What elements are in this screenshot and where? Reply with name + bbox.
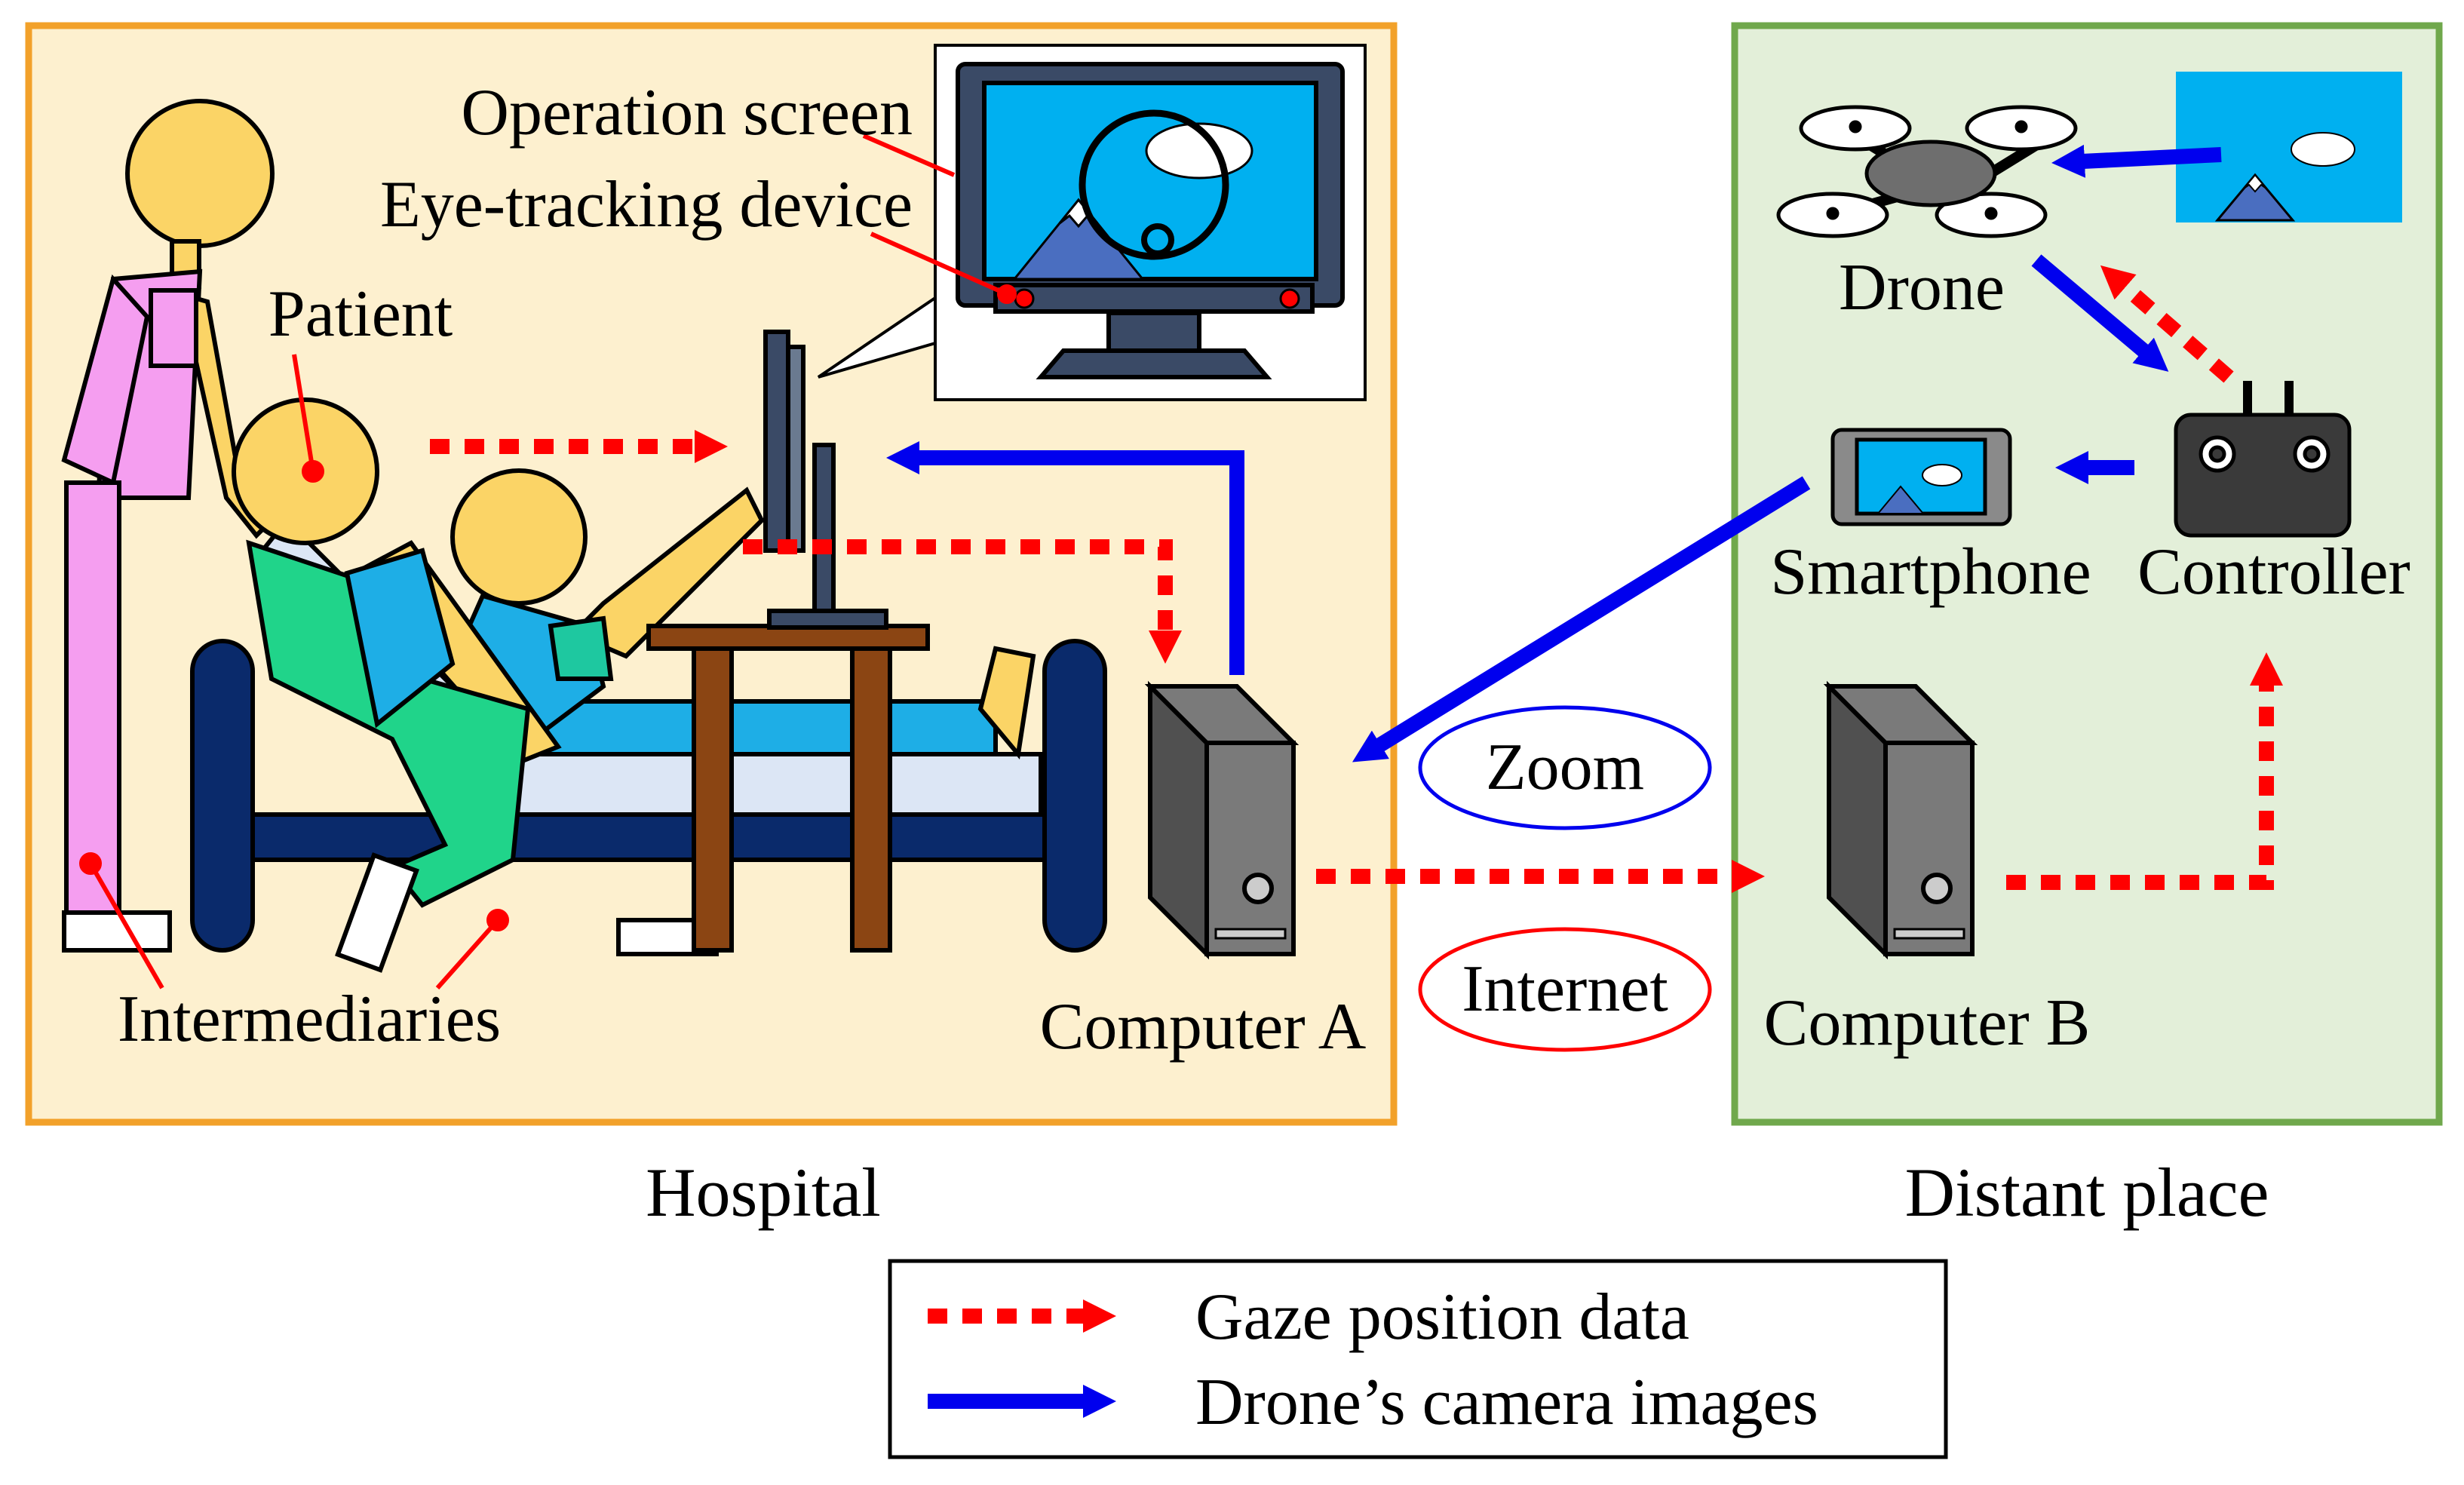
standing-intermediary-figure <box>61 99 275 953</box>
image-arrow-drone-to-controller <box>2031 254 2169 372</box>
smartphone-icon <box>1830 428 2012 526</box>
legend-gaze-label: Gaze position data <box>1195 1281 1689 1354</box>
smartphone-label: Smartphone <box>1770 535 2091 609</box>
operation-screen-monitor <box>956 62 1345 379</box>
internet-label: Internet <box>1462 953 1668 1026</box>
distant-place-caption: Distant place <box>1905 1154 2269 1231</box>
image-arrow-smartphone-to-computer-a <box>1352 476 1811 762</box>
legend: Gaze position data Drone’s camera images <box>888 1259 1948 1459</box>
gaze-arrow-monitor-to-computer-a <box>743 539 1183 664</box>
controller-label: Controller <box>2137 535 2410 609</box>
computer-a-label: Computer A <box>1040 990 1367 1063</box>
computer-b-icon <box>1823 680 1978 960</box>
drone-icon <box>1776 105 2078 238</box>
eye-tracking-device-label: Eye-tracking device <box>380 168 913 241</box>
callout-pointers <box>79 133 1017 989</box>
gaze-arrow-controller-to-drone <box>2100 265 2234 383</box>
drone-camera-view <box>2176 72 2402 222</box>
image-arrow-computer-a-to-monitor <box>886 441 1244 675</box>
gaze-arrow-computer-b-to-controller <box>2006 652 2283 890</box>
gaze-data-arrows <box>430 265 2283 893</box>
kneeling-intermediary-figure <box>232 397 719 973</box>
image-arrows <box>886 144 2222 762</box>
legend-box <box>888 1259 1948 1459</box>
operation-monitor-side <box>763 330 888 630</box>
computer-a-icon <box>1144 680 1300 960</box>
controller-icon <box>2174 381 2352 538</box>
image-arrow-view-to-drone <box>2051 144 2222 178</box>
patient-label: Patient <box>268 278 453 351</box>
computer-b-label: Computer B <box>1764 986 2091 1060</box>
internet-ellipse <box>1418 927 1712 1052</box>
legend-images-label: Drone’s camera images <box>1195 1366 1818 1439</box>
intermediaries-label: Intermediaries <box>118 983 501 1056</box>
zoom-label: Zoom <box>1486 731 1644 804</box>
zoom-ellipse <box>1418 705 1712 830</box>
hospital-caption: Hospital <box>646 1154 881 1231</box>
drone-label: Drone <box>1839 251 2005 324</box>
operation-screen-label: Operation screen <box>461 76 913 149</box>
bedside-table <box>646 624 930 953</box>
